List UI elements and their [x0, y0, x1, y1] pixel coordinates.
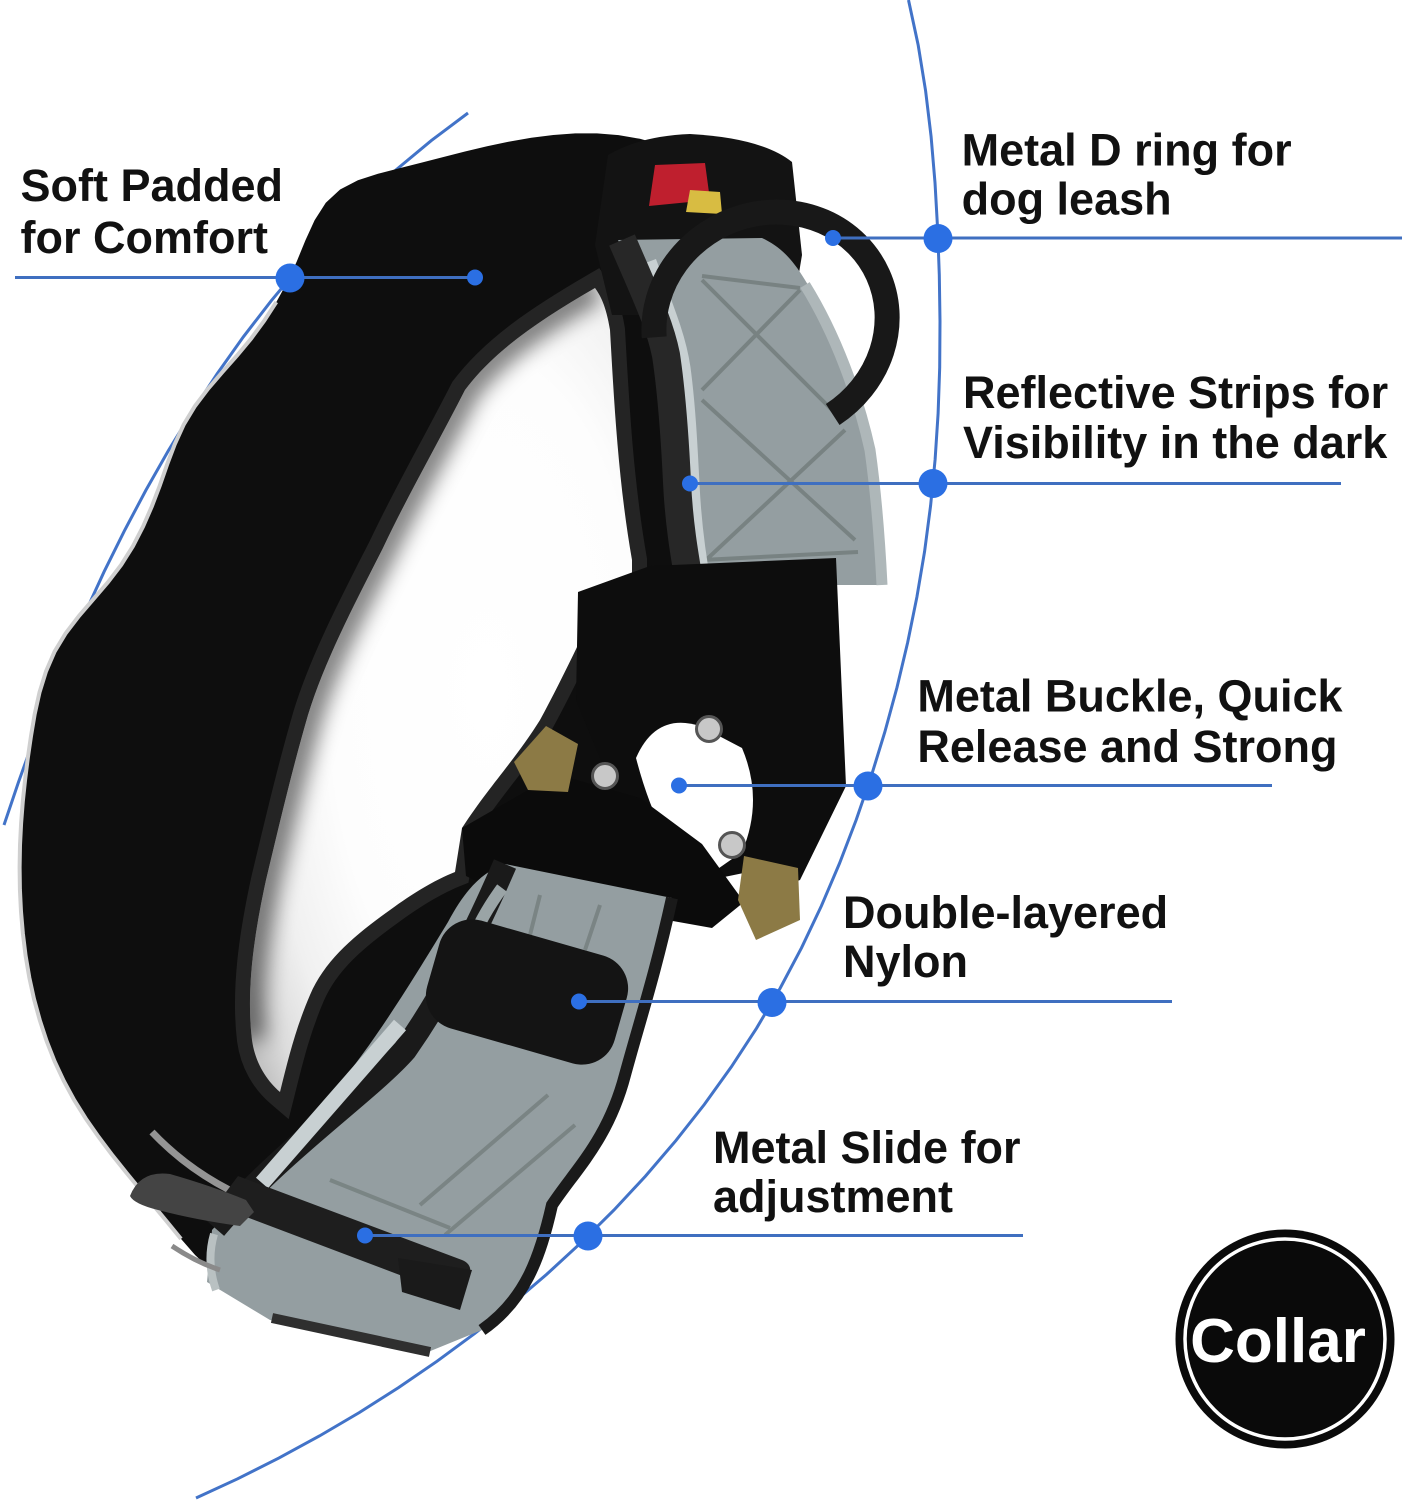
svg-text:for Comfort: for Comfort [21, 212, 268, 263]
svg-text:Release and Strong: Release and Strong [917, 721, 1337, 772]
svg-text:Soft Padded: Soft Padded [21, 160, 284, 211]
svg-text:Metal D ring for: Metal D ring for [962, 125, 1292, 176]
svg-text:Double-layered: Double-layered [843, 887, 1168, 938]
svg-text:adjustment: adjustment [713, 1171, 953, 1222]
svg-text:Visibility in the dark: Visibility in the dark [963, 417, 1388, 468]
svg-text:dog leash: dog leash [962, 174, 1172, 225]
svg-text:Collar: Collar [1190, 1307, 1366, 1376]
svg-text:Nylon: Nylon [843, 936, 968, 987]
svg-text:Reflective Strips for: Reflective Strips for [963, 367, 1388, 418]
svg-text:Metal Slide for: Metal Slide for [713, 1122, 1021, 1173]
svg-text:Metal Buckle, Quick: Metal Buckle, Quick [917, 671, 1343, 722]
